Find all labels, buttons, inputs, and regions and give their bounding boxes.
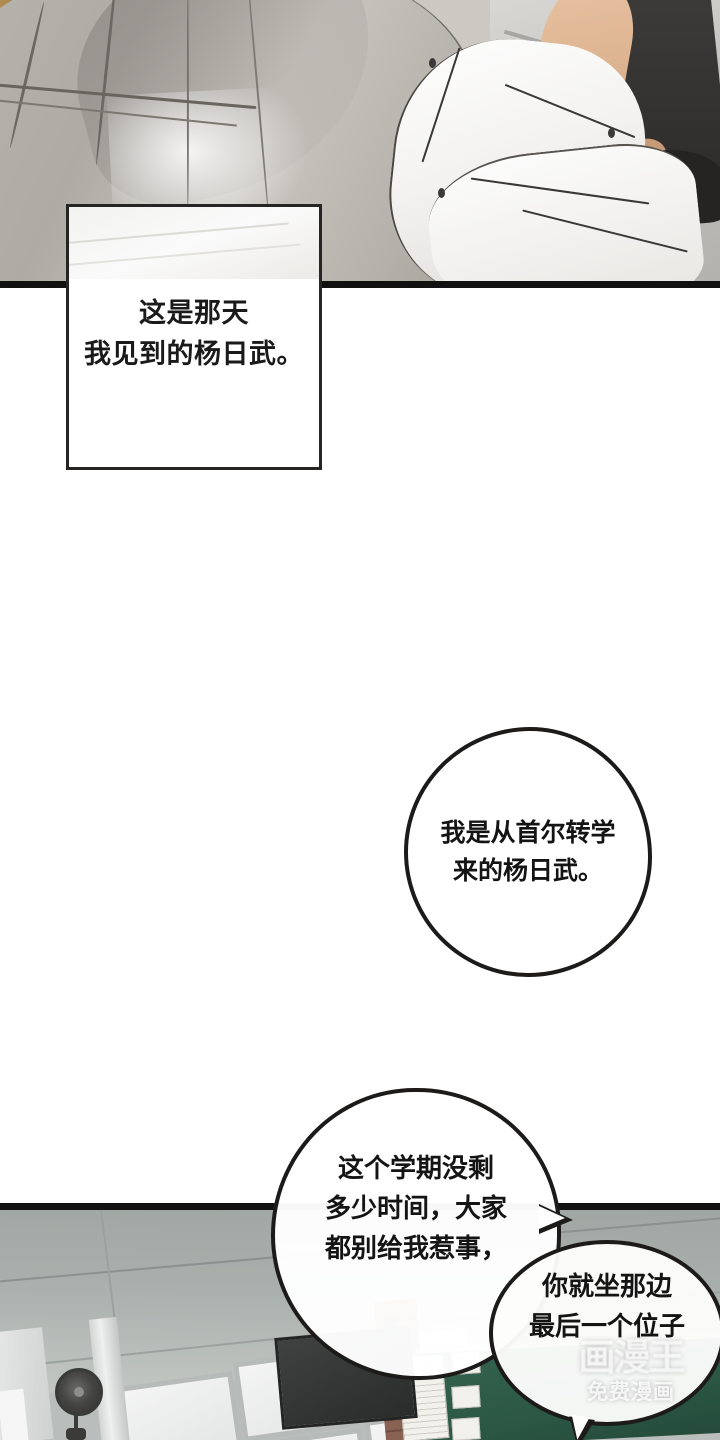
bubble-2-tail-inner	[539, 1206, 565, 1229]
notice-paper	[451, 1385, 481, 1409]
bubble-1-line-2: 来的杨日武。	[452, 857, 603, 885]
fan-base	[66, 1428, 86, 1440]
narration-line-2: 我见到的杨日武。	[84, 339, 304, 369]
caption-inset-image	[69, 207, 319, 279]
wall-fan-icon	[55, 1368, 103, 1416]
speech-bubble-2: 这个学期没剩 多少时间，大家 都别给我惹事，	[271, 1088, 573, 1380]
bubble-1-line-1: 我是从首尔转学	[440, 819, 616, 847]
speech-bubble-2-text: 这个学期没剩 多少时间，大家 都别给我惹事，	[275, 1148, 557, 1268]
shirt-button	[608, 128, 615, 138]
bubble-2-line-2: 多少时间，大家	[324, 1193, 507, 1223]
window-pane	[115, 1371, 243, 1440]
narration-caption-box: 这是那天 我见到的杨日武。	[66, 204, 322, 470]
bubble-3-line-2: 最后一个位子	[528, 1311, 685, 1341]
cloth-fold	[186, 0, 189, 212]
speech-bubble-1: 我是从首尔转学 来的杨日武。	[404, 727, 652, 977]
speech-bubble-3-text: 你就坐那边 最后一个位子	[493, 1266, 720, 1346]
shirt-button	[438, 188, 445, 198]
speech-bubble-3: 你就坐那边 最后一个位子	[489, 1240, 720, 1440]
narration-text: 这是那天 我见到的杨日武。	[69, 293, 319, 375]
narration-line-1: 这是那天	[139, 298, 249, 328]
shirt-button	[429, 58, 436, 68]
speech-bubble-1-text: 我是从首尔转学 来的杨日武。	[408, 814, 648, 890]
bubble-2-line-3: 都别给我惹事，	[324, 1233, 507, 1263]
bubble-3-line-1: 你就坐那边	[541, 1271, 672, 1301]
notice-paper	[451, 1417, 481, 1440]
bubble-2-line-1: 这个学期没剩	[337, 1153, 494, 1183]
cloth-fold	[8, 1, 46, 149]
bubble-3-tail-inner	[568, 1414, 590, 1440]
fan-mount-arm	[74, 1412, 78, 1432]
